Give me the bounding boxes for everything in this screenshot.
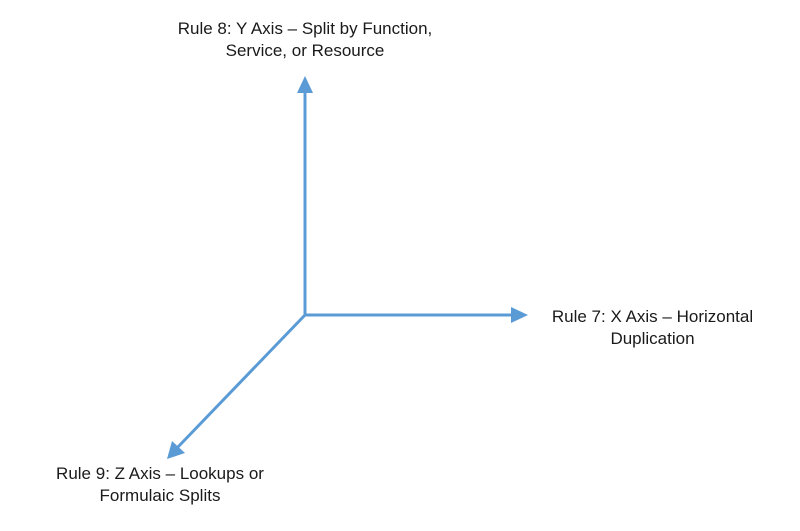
z-axis-label: Rule 9: Z Axis – Lookups or Formulaic Sp… [30,463,290,507]
z-axis-line [175,313,307,450]
y-axis-label-line2: Service, or Resource [225,41,385,60]
y-axis-label: Rule 8: Y Axis – Split by Function, Serv… [150,18,460,62]
x-axis-arrowhead [511,307,528,323]
y-axis-arrowhead [297,76,313,93]
x-axis-label: Rule 7: X Axis – Horizontal Duplication [530,306,775,350]
z-axis-arrowhead [167,441,185,459]
x-axis-label-line2: Duplication [610,329,695,348]
y-axis-label-line1: Rule 8: Y Axis – Split by Function, [177,19,433,38]
z-axis-label-line1: Rule 9: Z Axis – Lookups or [56,464,264,483]
z-axis-label-line2: Formulaic Splits [99,486,221,505]
x-axis-label-line1: Rule 7: X Axis – Horizontal [551,307,754,326]
